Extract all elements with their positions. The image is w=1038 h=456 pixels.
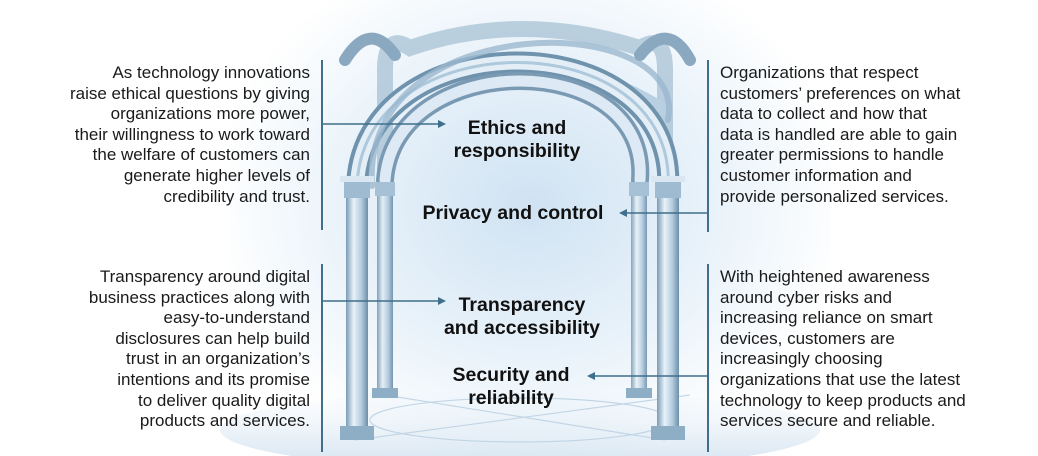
security-description: With heightened awareness around cyber r… xyxy=(720,267,966,431)
ethics-description: As technology innovations raise ethical … xyxy=(69,63,310,206)
column-left-front xyxy=(340,176,374,440)
column-right-back xyxy=(626,182,652,398)
transparency-description: Transparency around digital business pra… xyxy=(88,267,310,431)
privacy-description: Organizations that respect customers’ pr… xyxy=(720,63,961,206)
column-right-front xyxy=(651,176,685,440)
label-security: Security and reliability xyxy=(452,364,570,409)
front-arches xyxy=(339,32,696,201)
column-left-back xyxy=(372,182,398,398)
label-privacy: Privacy and control xyxy=(422,202,604,224)
arrowhead-ethics xyxy=(438,120,446,128)
divider-transparency xyxy=(321,264,323,452)
divider-ethics xyxy=(321,60,323,230)
arrowhead-security xyxy=(587,372,595,380)
connectors xyxy=(322,120,708,380)
divider-privacy xyxy=(707,60,709,232)
label-transparency: Transparency and accessibility xyxy=(443,294,601,339)
arrowhead-privacy xyxy=(619,209,627,217)
label-ethics: Ethics and responsibility xyxy=(453,117,581,162)
arrowhead-transparency xyxy=(438,297,446,305)
divider-security xyxy=(707,264,709,452)
